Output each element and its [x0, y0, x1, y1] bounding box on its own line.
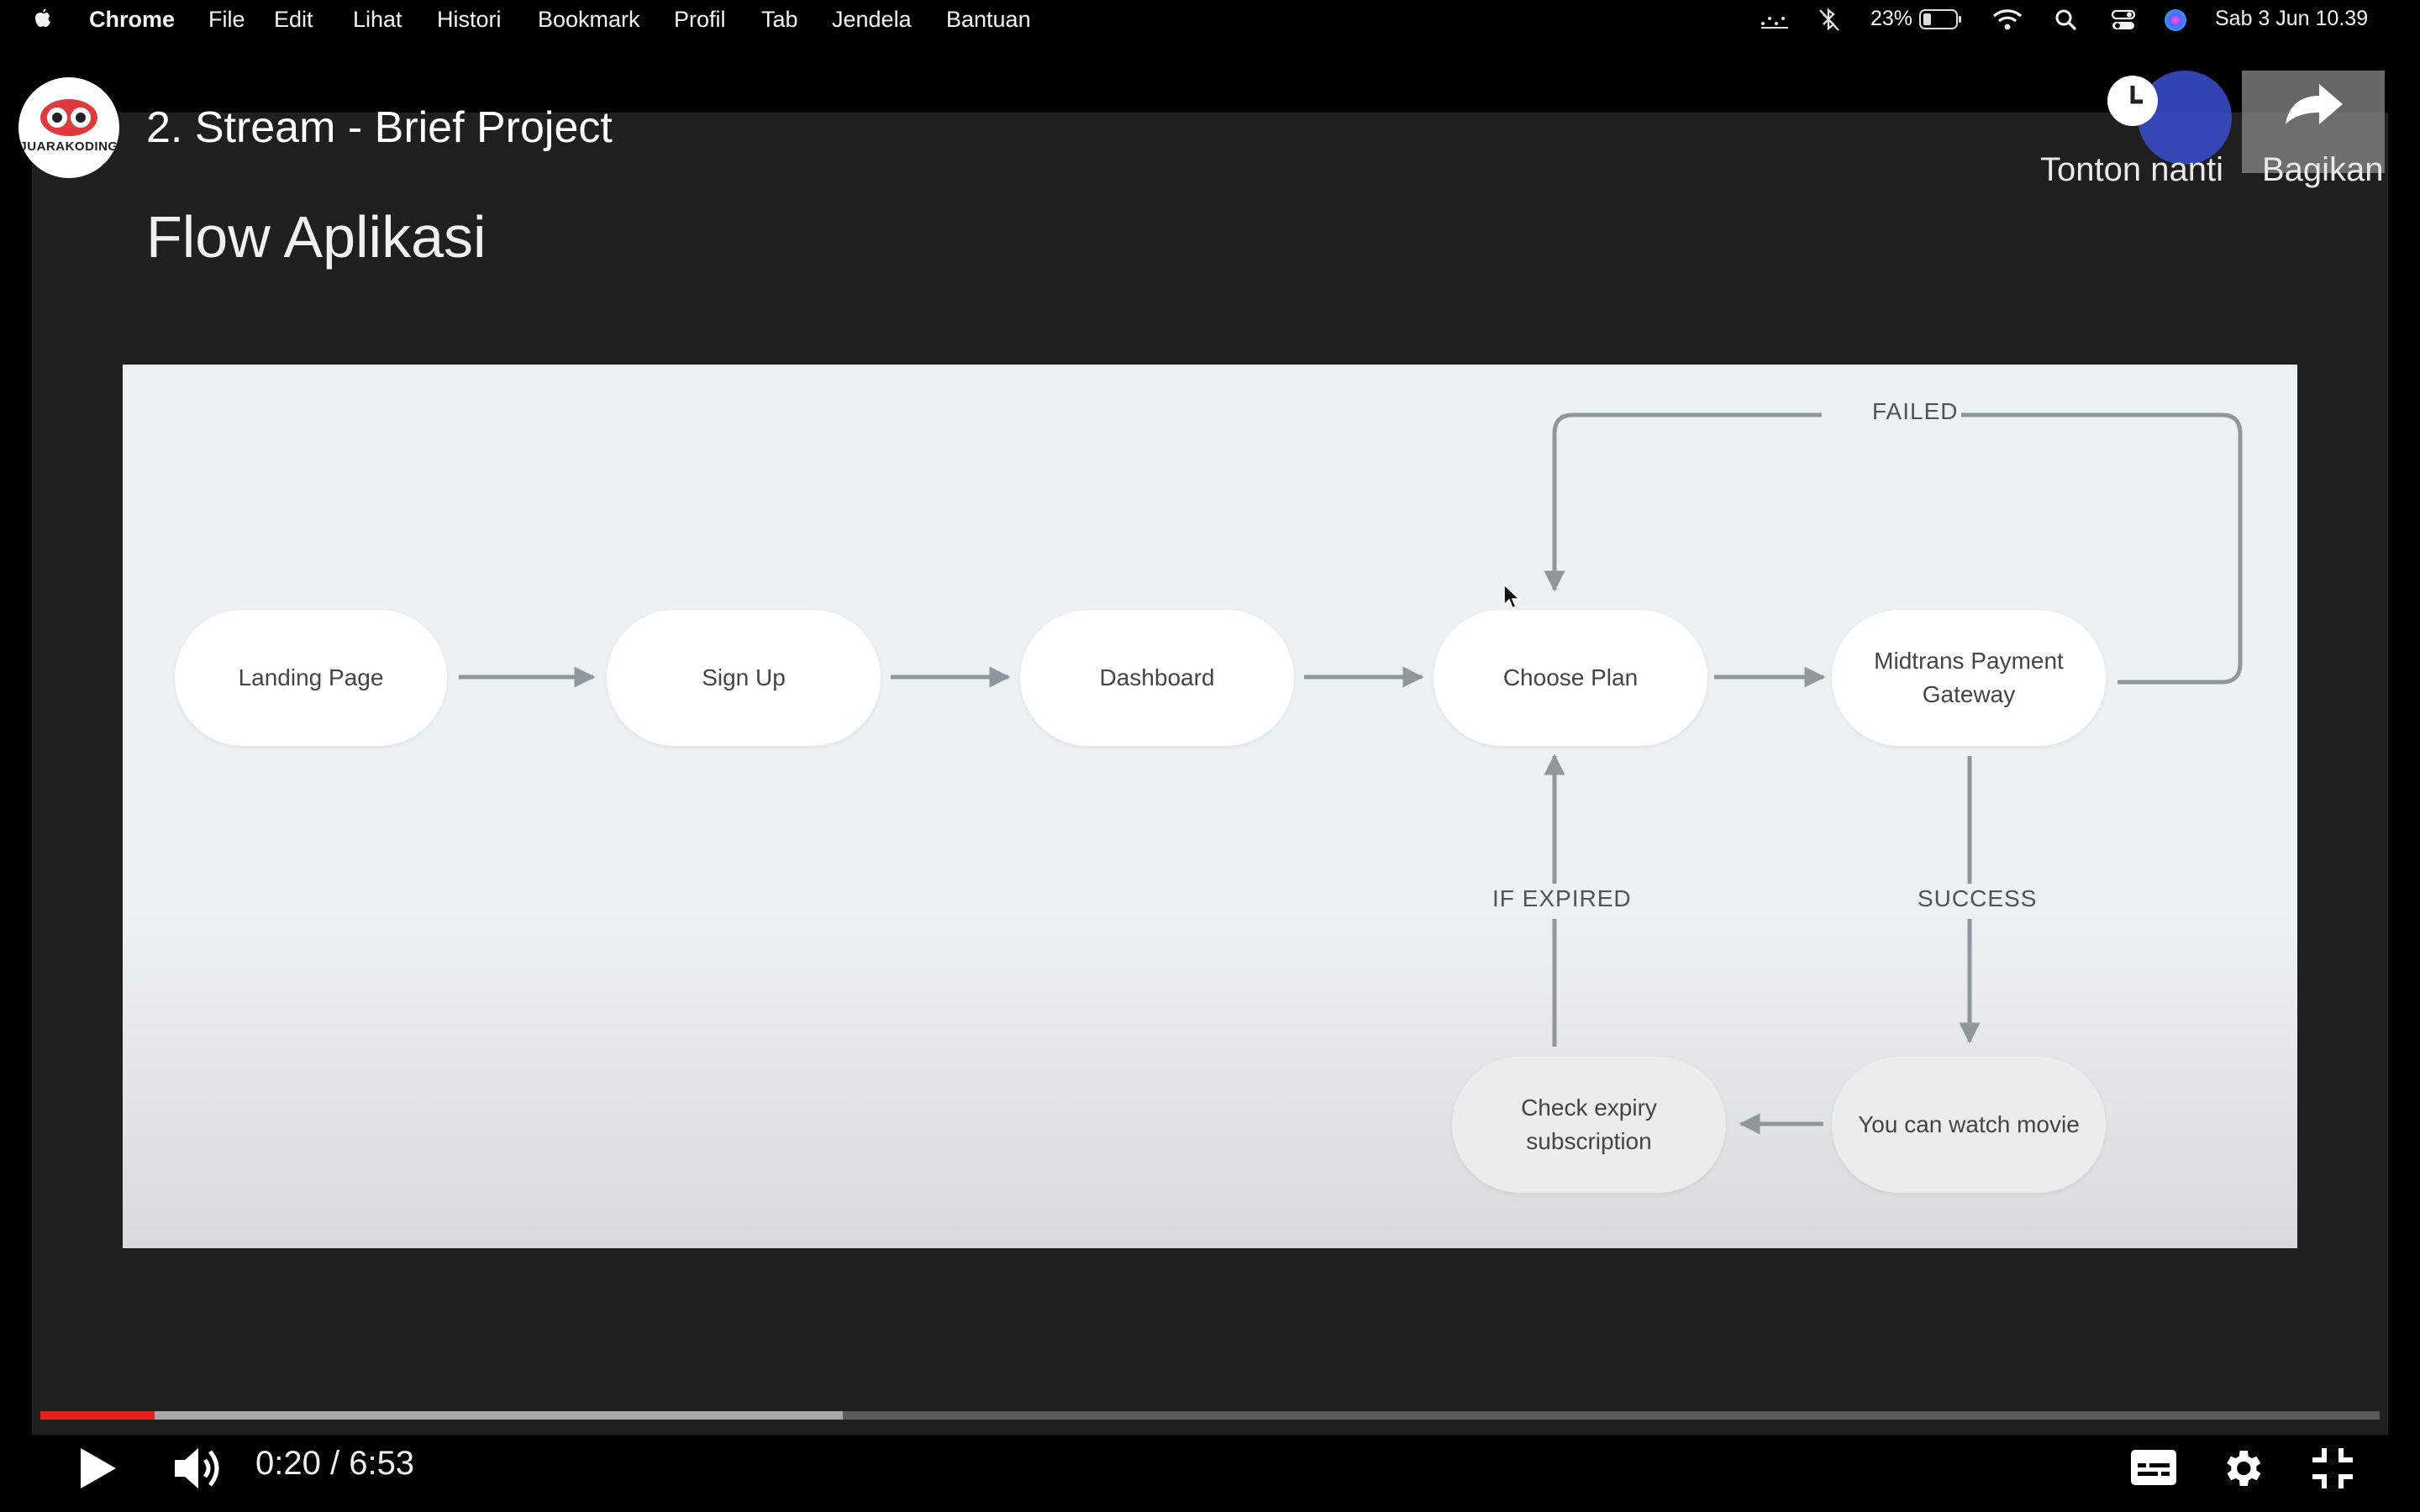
apple-icon[interactable] [29, 6, 57, 34]
exit-fullscreen-icon[interactable] [2309, 1445, 2356, 1492]
battery-percent: 23% [1870, 7, 1913, 30]
watch-later-button[interactable]: Tonton nanti [2040, 71, 2233, 197]
channel-thumb [2138, 71, 2232, 165]
menu-app-chrome[interactable]: Chrome [89, 7, 176, 32]
node-midtrans-label-1: Midtrans Payment [1874, 648, 2064, 674]
duration: 6:53 [349, 1445, 415, 1482]
video-title[interactable]: 2. Stream - Brief Project [146, 103, 613, 152]
share-label: Bagikan [2262, 151, 2384, 188]
node-check-expiry: Check expiry subscription [1452, 1057, 1726, 1193]
menu-bantuan[interactable]: Bantuan [946, 7, 1031, 32]
progress-played [40, 1411, 155, 1420]
node-dashboard: Dashboard [1020, 610, 1294, 746]
volume-icon[interactable] [173, 1445, 224, 1492]
spotlight-search-icon[interactable] [2054, 8, 2079, 33]
wifi-icon[interactable] [1991, 7, 2023, 32]
edge-label-if-expired: IF EXPIRED [1492, 885, 1632, 911]
slide-title: Flow Aplikasi [146, 204, 487, 270]
node-watch-movie: You can watch movie [1832, 1057, 2106, 1193]
channel-logo-text: JUARAKODING [19, 139, 118, 154]
menu-lihat[interactable]: Lihat [353, 7, 402, 32]
node-check-label-2: subscription [1526, 1128, 1652, 1154]
time-display: 0:20 / 6:53 [255, 1445, 414, 1483]
flow-diagram: Landing Page Sign Up Dashboard Choose Pl… [123, 365, 2297, 1248]
time-separator: / [320, 1445, 350, 1482]
current-time: 0:20 [255, 1445, 321, 1482]
menu-jendela[interactable]: Jendela [832, 7, 912, 32]
mouse-cursor [1503, 583, 1522, 610]
siri-icon[interactable] [2163, 8, 2188, 33]
node-choose-plan: Choose Plan [1434, 610, 1707, 746]
edge-label-failed: FAILED [1869, 398, 1962, 425]
owl-logo-icon [40, 99, 97, 136]
progress-buffered [40, 1411, 843, 1420]
node-dashboard-label: Dashboard [1099, 664, 1215, 690]
flow-arrows [459, 412, 2243, 1135]
menu-clock[interactable]: Sab 3 Jun 10.39 [2215, 7, 2369, 30]
subtitles-icon[interactable] [2129, 1446, 2178, 1488]
menu-histori[interactable]: Histori [437, 7, 502, 32]
node-sign-up: Sign Up [607, 610, 881, 746]
node-midtrans-label-2: Gateway [1922, 681, 2016, 707]
node-chooseplan-label: Choose Plan [1502, 664, 1639, 690]
menu-tab[interactable]: Tab [761, 7, 798, 32]
player-controls [0, 1438, 2420, 1512]
play-icon[interactable] [77, 1445, 119, 1492]
node-signup-label: Sign Up [702, 664, 786, 690]
share-button[interactable]: Bagikan [2242, 71, 2385, 197]
share-arrow-icon [2286, 84, 2343, 124]
bluetooth-off-icon[interactable] [1817, 7, 1842, 32]
node-landing-label: Landing Page [238, 664, 384, 690]
menu-profil[interactable]: Profil [674, 7, 726, 32]
battery-icon[interactable] [1919, 8, 1963, 30]
menu-edit[interactable]: Edit [274, 7, 313, 32]
node-watch-label: You can watch movie [1858, 1111, 2080, 1137]
share-thumb [2242, 71, 2385, 173]
clock-icon [2107, 76, 2158, 126]
menu-bookmark[interactable]: Bookmark [538, 7, 640, 32]
menu-bar: Chrome File Edit Lihat Histori Bookmark … [0, 0, 2420, 39]
control-center-icon[interactable] [2111, 8, 2136, 33]
edge-label-success: SUCCESS [1918, 885, 2038, 911]
node-landing-page: Landing Page [175, 610, 447, 746]
watch-later-label: Tonton nanti [2040, 151, 2223, 188]
screen-mirroring-icon[interactable] [1758, 8, 1791, 32]
menu-file[interactable]: File [208, 7, 245, 32]
settings-gear-icon[interactable] [2218, 1445, 2265, 1492]
arrow-failed-loop [1555, 412, 2243, 685]
progress-bar[interactable] [40, 1411, 2380, 1420]
node-check-label-1: Check expiry [1521, 1095, 1657, 1121]
channel-logo[interactable]: JUARAKODING [18, 77, 119, 178]
